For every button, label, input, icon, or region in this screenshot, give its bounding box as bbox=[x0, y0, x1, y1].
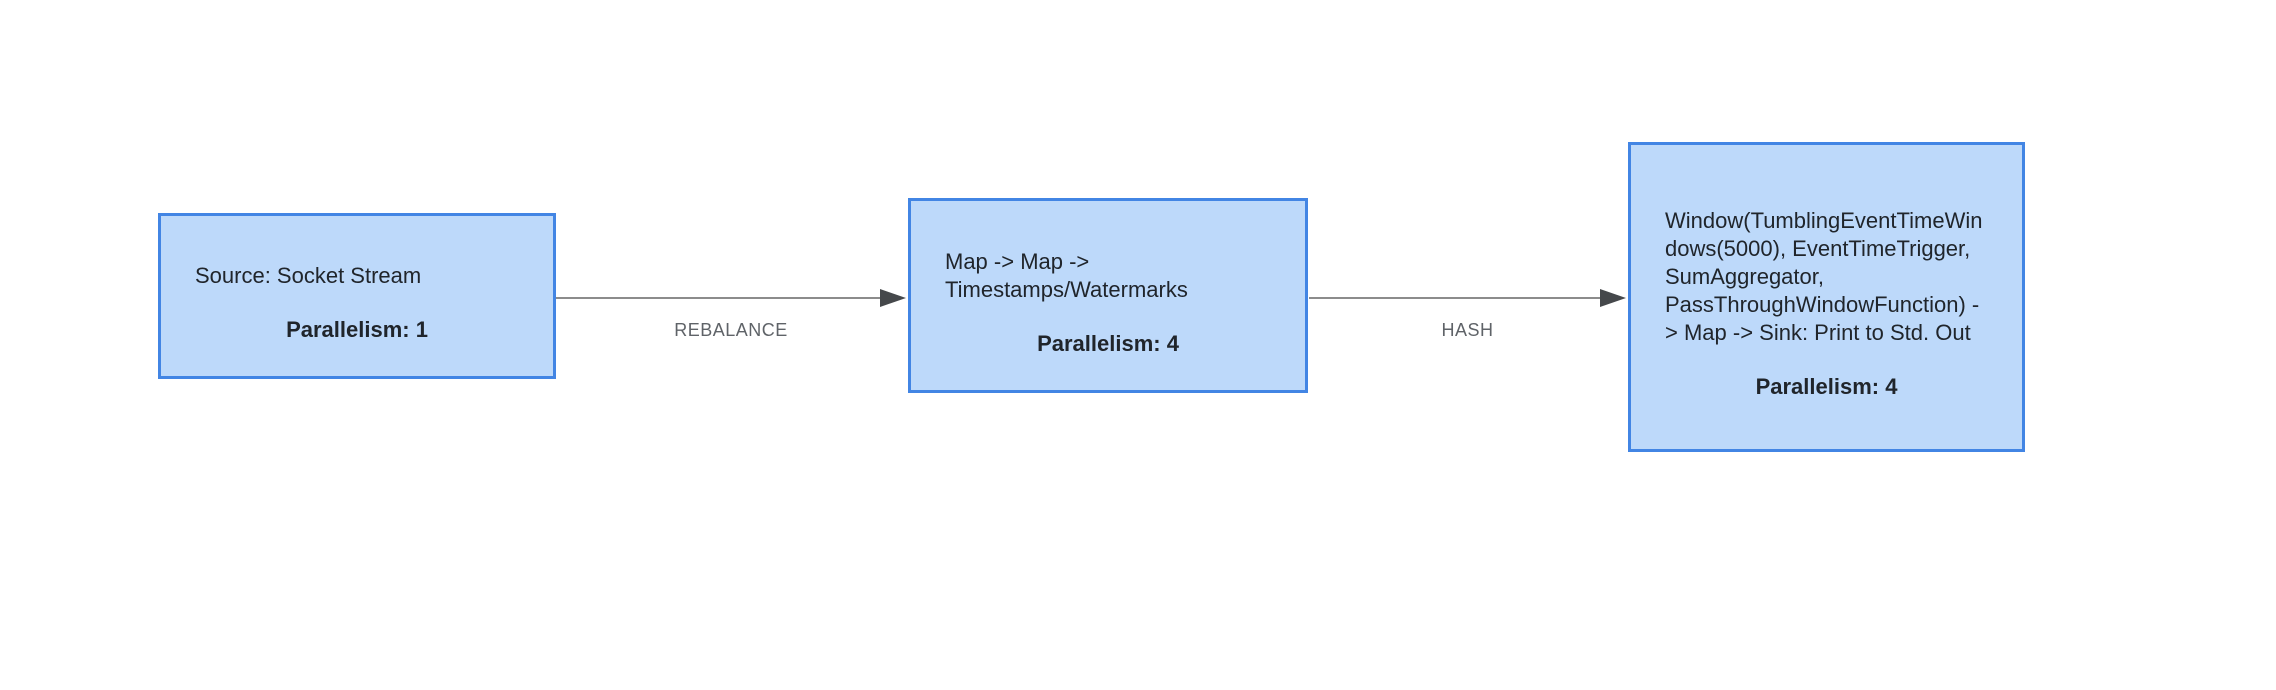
graph-node-map-chain[interactable]: Map -> Map -> Timestamps/Watermarks Para… bbox=[908, 198, 1308, 393]
arrowhead-icon bbox=[880, 289, 906, 307]
arrowhead-icon bbox=[1600, 289, 1626, 307]
edge-label: REBALANCE bbox=[674, 320, 788, 340]
edge-hash: HASH bbox=[1309, 289, 1626, 357]
node-parallelism: Parallelism: 1 bbox=[286, 317, 428, 342]
edge-line bbox=[556, 297, 884, 299]
graph-node-window-sink[interactable]: Window(TumblingEventTimeWindows(5000), E… bbox=[1628, 142, 2025, 452]
edge-rebalance: REBALANCE bbox=[556, 289, 906, 357]
node-name: Map -> Map -> Timestamps/Watermarks bbox=[945, 248, 1188, 302]
node-parallelism: Parallelism: 4 bbox=[1755, 374, 1898, 399]
node-name: Source: Socket Stream bbox=[195, 263, 422, 288]
node-name: Window(TumblingEventTimeWindows(5000), E… bbox=[1665, 208, 1983, 345]
edge-label: HASH bbox=[1441, 320, 1494, 340]
graph-node-source[interactable]: Source: Socket Stream Parallelism: 1 bbox=[158, 213, 556, 379]
edge-line bbox=[1309, 297, 1604, 299]
node-parallelism: Parallelism: 4 bbox=[1037, 330, 1179, 356]
